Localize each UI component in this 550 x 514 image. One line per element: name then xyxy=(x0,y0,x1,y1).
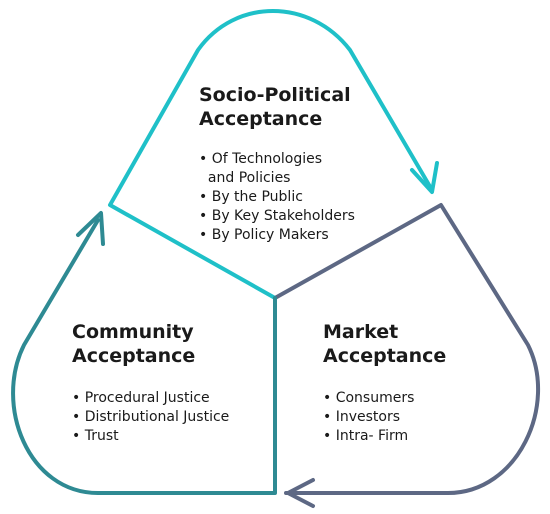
socio-political-item: • By Key Stakeholders xyxy=(199,208,355,224)
market-item: • Consumers xyxy=(323,390,414,406)
socio-political-item: • Of Technologies xyxy=(199,151,322,167)
market-item: • Intra- Firm xyxy=(323,428,408,444)
market-outline xyxy=(273,203,540,495)
socio-political-arrowhead xyxy=(410,161,439,194)
socio-political-item: and Policies xyxy=(199,170,290,186)
market-arrowhead xyxy=(286,478,315,508)
community-item: • Distributional Justice xyxy=(72,409,229,425)
socio-political-title-line1: Socio-Political xyxy=(199,84,351,106)
socio-political-item: • By the Public xyxy=(199,189,303,205)
community-title-line2: Acceptance xyxy=(72,345,195,367)
socio-political-outline xyxy=(108,9,434,300)
community-outline xyxy=(11,218,277,495)
community-title-line1: Community xyxy=(72,321,194,343)
market-title-line1: Market xyxy=(323,321,398,343)
socio-political-item: • By Policy Makers xyxy=(199,227,329,243)
community-item: • Procedural Justice xyxy=(72,390,210,406)
socio-political-title-line2: Acceptance xyxy=(199,108,322,130)
market-item: • Investors xyxy=(323,409,400,425)
community-arrowhead xyxy=(76,211,105,246)
market-title-line2: Acceptance xyxy=(323,345,446,367)
community-item: • Trust xyxy=(72,428,119,444)
